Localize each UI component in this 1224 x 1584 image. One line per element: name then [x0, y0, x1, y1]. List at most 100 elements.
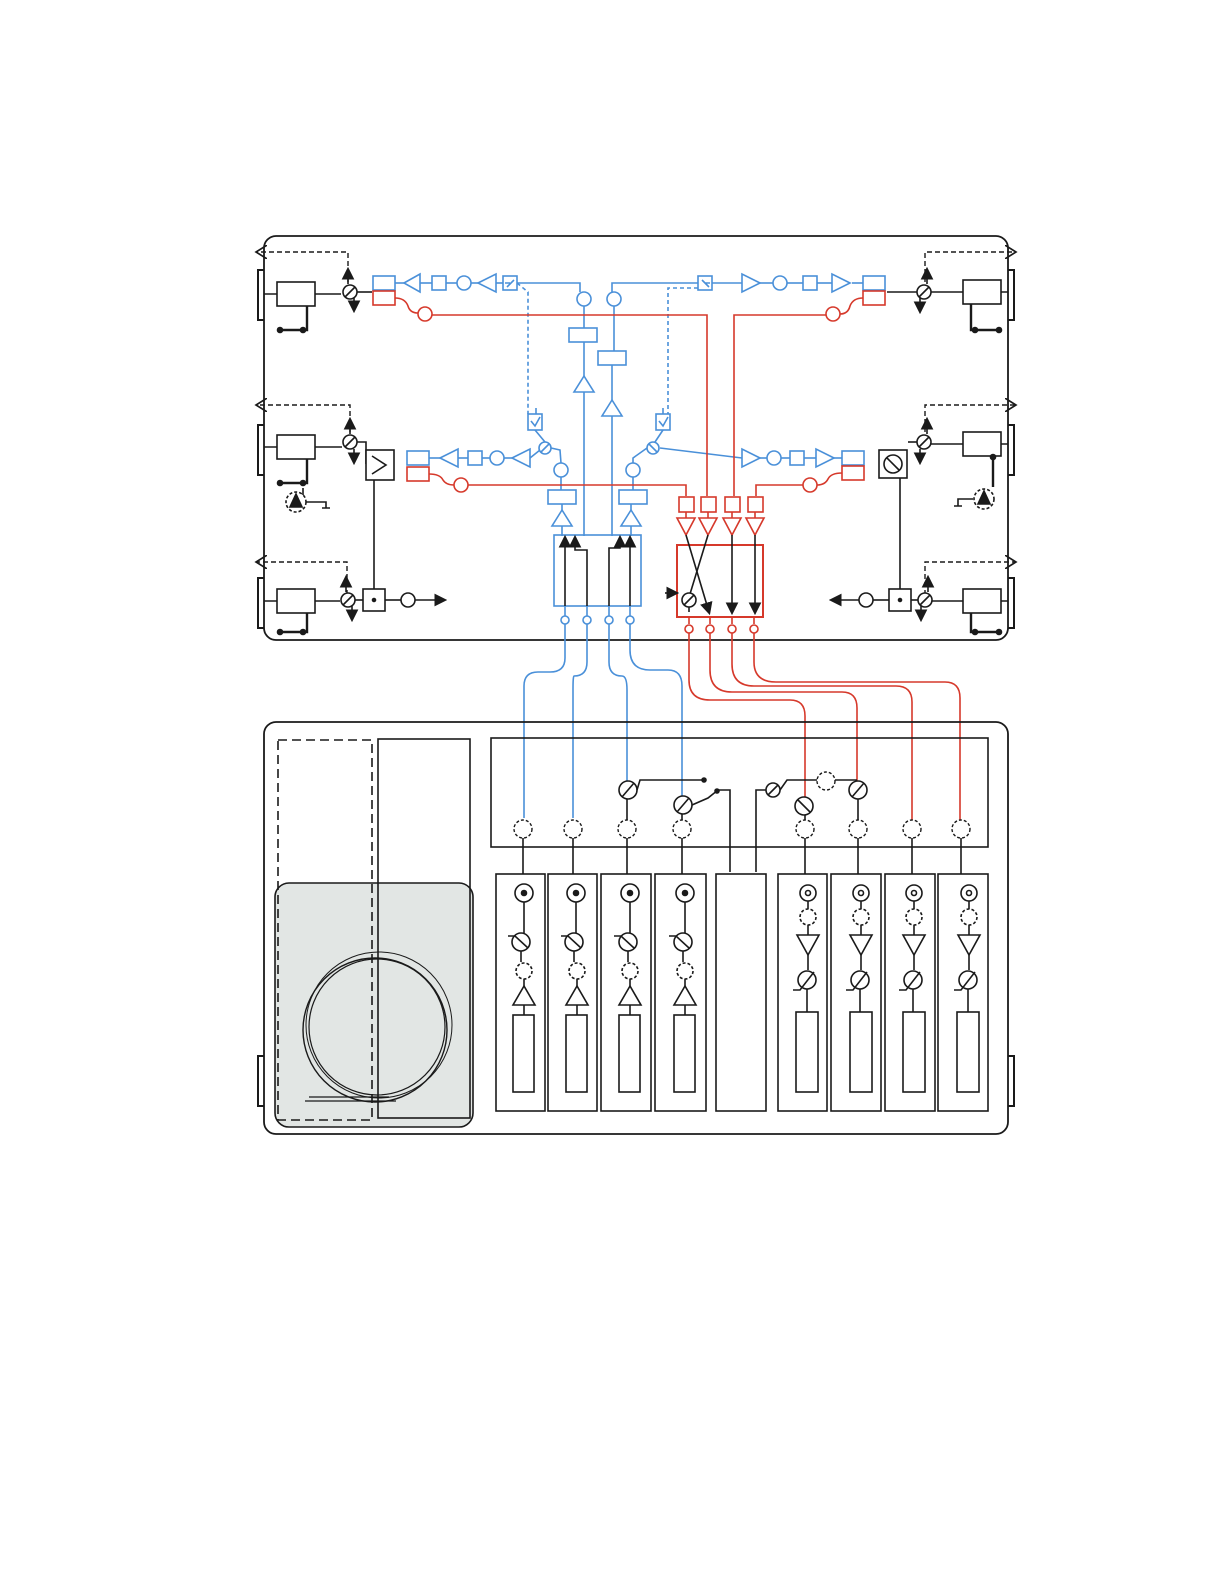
blue-left-amp-1-icon: [404, 274, 420, 292]
red-amp-4-icon: [746, 518, 764, 535]
blue-right-modulator-3: [619, 490, 647, 504]
left-port-3-box: [277, 589, 315, 613]
red-router-out-4-icon: [750, 625, 758, 633]
red-combiner-4: [748, 497, 763, 512]
module-red-4-receiver: [957, 1012, 979, 1092]
blue-router-out-4-icon: [626, 616, 634, 624]
module-blue-3-source: [619, 1015, 640, 1092]
blue-left-coupler-3-icon: [554, 463, 568, 477]
module-blue-1-source: [513, 1015, 534, 1092]
blue-center-right-modulator: [598, 351, 626, 365]
blue-center-right-amp-icon: [602, 400, 622, 416]
blue-left-modulator-1: [432, 276, 446, 290]
left-port-1-box: [277, 282, 315, 306]
red-right-top-detector-icon: [826, 307, 840, 321]
blue-left-amp-4-icon: [512, 449, 530, 467]
blue-center-left-modulator: [569, 328, 597, 342]
upper-unit: [256, 236, 1016, 640]
module-red-3: [885, 874, 935, 1111]
lower-unit: [258, 722, 1014, 1134]
blue-right-modulator-2: [790, 451, 804, 465]
red-left-mid-port: [407, 467, 429, 481]
module-blue-4-amp-icon: [674, 986, 696, 1005]
module-red-1-amp-icon: [797, 935, 819, 955]
blue-router-out-2-icon: [583, 616, 591, 624]
module-blue-4-source: [674, 1015, 695, 1092]
module-center: [716, 874, 766, 1111]
blue-left-mid-port: [407, 451, 429, 465]
fiber-spool-area: [275, 739, 473, 1127]
blue-left-detector-2-icon: [490, 451, 504, 465]
blue-left-amp-5-icon: [552, 510, 572, 526]
module-blue-1-amp-icon: [513, 986, 535, 1005]
right-output-detector-icon: [859, 593, 873, 607]
blue-right-switch-2: [656, 414, 670, 430]
blue-left-detector-1-icon: [457, 276, 471, 290]
module-blue-3: [601, 874, 651, 1111]
blue-left-amp-2-icon: [478, 274, 496, 292]
blue-right-detector-2-icon: [767, 451, 781, 465]
right-port-1-box: [963, 280, 1001, 304]
module-red-1: [778, 874, 827, 1111]
red-left-mid-detector-icon: [454, 478, 468, 492]
module-red-4: [938, 874, 988, 1111]
red-combiner-3: [725, 497, 740, 512]
module-blue-2-source: [566, 1015, 587, 1092]
right-port-2-box: [963, 432, 1001, 456]
blue-right-amp-4-icon: [742, 449, 760, 467]
blue-right-amp-3-icon: [816, 449, 834, 467]
blue-left-switch-2: [528, 414, 542, 430]
blue-right-detector-1-icon: [773, 276, 787, 290]
red-combiner-2: [701, 497, 716, 512]
red-right-top-port: [863, 291, 885, 305]
blue-left-modulator-2: [468, 451, 482, 465]
left-port-2-box: [277, 435, 315, 459]
red-amp-1-icon: [677, 518, 695, 535]
module-blue-2-amp-icon: [566, 986, 588, 1005]
red-right-mid-detector-icon: [803, 478, 817, 492]
red-left-top-detector-icon: [418, 307, 432, 321]
control-dashed-lines: [256, 252, 1016, 595]
red-router-out-2-icon: [706, 625, 714, 633]
blue-left-modulator-3: [548, 490, 576, 504]
blue-center-left-amp-icon: [574, 376, 594, 392]
module-red-1-receiver: [796, 1012, 818, 1092]
blue-right-modulator-1: [803, 276, 817, 290]
red-combiner-1: [679, 497, 694, 512]
blue-right-top-port: [863, 276, 885, 290]
left-combiner-box: [366, 450, 394, 480]
module-red-2-receiver: [850, 1012, 872, 1092]
module-red-2: [831, 874, 881, 1111]
module-blue-3-amp-icon: [619, 986, 641, 1005]
blue-router-box: [554, 535, 641, 606]
module-red-3-receiver: [903, 1012, 925, 1092]
module-red-2-amp-icon: [850, 935, 872, 955]
blue-optical-network: [373, 274, 885, 624]
blue-left-amp-3-icon: [440, 449, 458, 467]
left-output-detector-icon: [401, 593, 415, 607]
red-router-out-3-icon: [728, 625, 736, 633]
blue-right-coupler-3-icon: [626, 463, 640, 477]
blue-right-amp-5-icon: [621, 510, 641, 526]
red-amp-3-icon: [723, 518, 741, 535]
module-red-4-amp-icon: [958, 935, 980, 955]
module-blue-2: [548, 874, 597, 1111]
module-red-3-amp-icon: [903, 935, 925, 955]
module-cards: [496, 874, 988, 1111]
red-right-mid-port: [842, 466, 864, 480]
blue-router-out-1-icon: [561, 616, 569, 624]
blue-right-mid-port: [842, 451, 864, 465]
patch-switches: [523, 778, 961, 874]
right-port-3-box: [963, 589, 1001, 613]
blue-right-amp-2-icon: [742, 274, 760, 292]
patch-connectors: [514, 772, 970, 838]
blue-router-out-3-icon: [605, 616, 613, 624]
blue-left-top-port: [373, 276, 395, 290]
red-router-out-1-icon: [685, 625, 693, 633]
blue-center-right-coupler-icon: [607, 292, 621, 306]
module-blue-1: [496, 874, 545, 1111]
spool-housing: [275, 883, 473, 1127]
blue-center-left-coupler-icon: [577, 292, 591, 306]
